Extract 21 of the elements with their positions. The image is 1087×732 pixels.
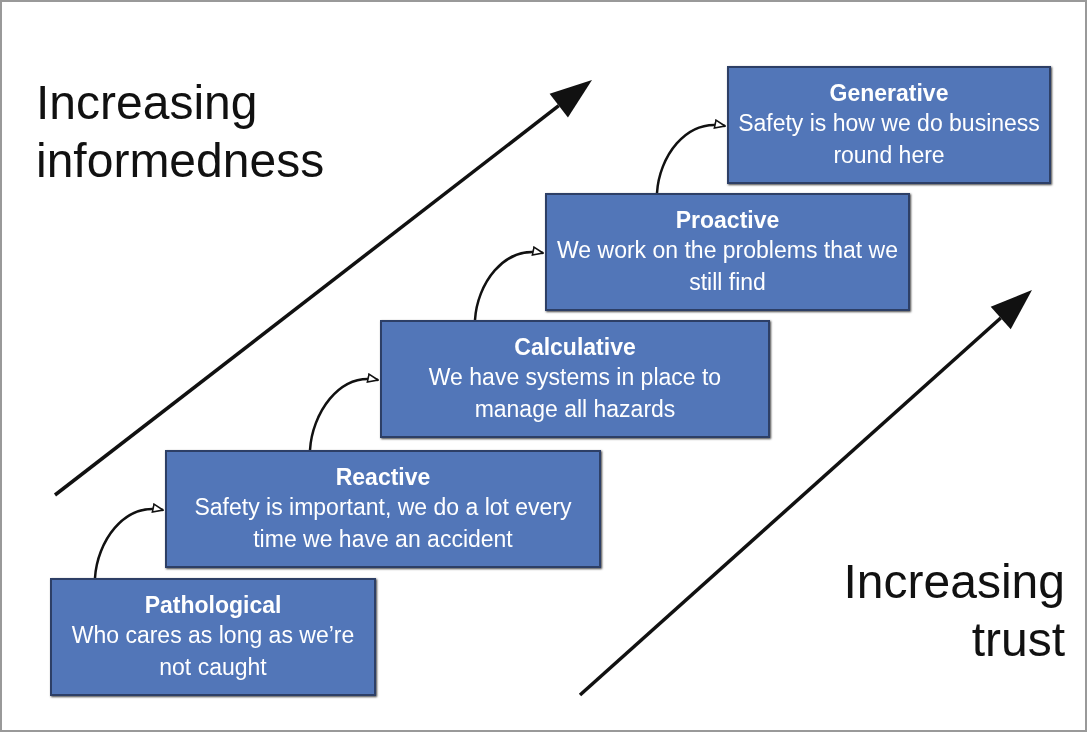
curved-arrow	[655, 120, 726, 194]
stage-box	[165, 450, 601, 568]
stage-box	[380, 320, 770, 438]
curved-arrow	[93, 504, 164, 579]
curved-arrow	[473, 247, 544, 321]
stage-description: We work on the problems that we still find	[556, 236, 899, 297]
stage-title: Calculative	[513, 333, 637, 361]
stage-description: Who cares as long as we’re not caught	[70, 621, 356, 682]
stage-title: Generative	[828, 79, 950, 107]
axis-label: Increasing informedness	[36, 75, 326, 189]
curved-arrow	[308, 374, 379, 451]
stage-box	[50, 578, 376, 696]
stage-description: Safety is important, we do a lot every time we have an accident	[193, 493, 573, 554]
stage-box	[545, 193, 910, 311]
stage-box	[727, 66, 1051, 184]
stage-description: We have systems in place to manage all hazards	[427, 363, 723, 424]
stage-title: Reactive	[334, 463, 432, 491]
stage-title: Pathological	[143, 591, 283, 619]
stage-title: Proactive	[674, 206, 781, 234]
stage-description: Safety is how we do business round here	[737, 109, 1041, 170]
axis-label: Increasing trust	[842, 554, 1065, 668]
